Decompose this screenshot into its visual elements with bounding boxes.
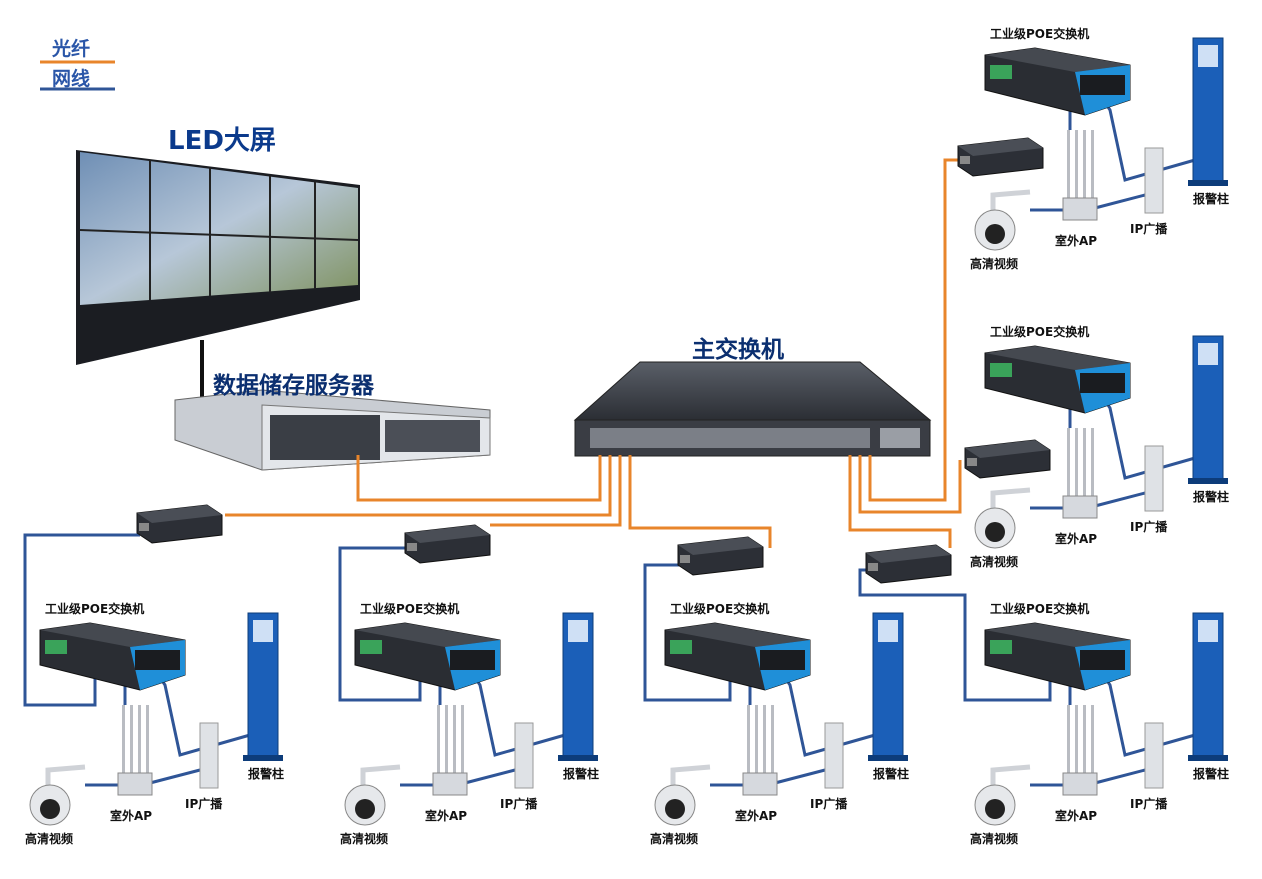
node-layer — [29, 37, 1228, 826]
hd-camera-1 — [29, 764, 86, 826]
outdoor-ap-label-5: 室外AP — [1055, 234, 1098, 248]
poe-switch-1 — [39, 622, 186, 691]
network-site-6-broadcast — [1094, 491, 1146, 508]
ip-broadcast-speaker-1 — [199, 722, 219, 789]
hd-camera-label-2: 高清视频 — [340, 832, 389, 846]
fiber-switch-converter-2 — [490, 455, 622, 527]
outdoor-ap-label-1: 室外AP — [110, 809, 153, 823]
network-converter-switch-1 — [23, 533, 140, 707]
poe-switch-6 — [984, 345, 1131, 414]
poe-switch-4 — [984, 622, 1131, 691]
hd-camera-label-6: 高清视频 — [970, 555, 1019, 569]
alarm-pole-6 — [1188, 335, 1228, 484]
storage-server-label: 数据储存服务器 — [213, 373, 374, 399]
alarm-pole-label-1: 报警柱 — [248, 767, 285, 781]
ip-broadcast-label-4: IP广播 — [1130, 797, 1168, 811]
hd-camera-6 — [974, 487, 1031, 549]
hd-camera-2 — [344, 764, 401, 826]
main-switch — [573, 361, 932, 457]
outdoor-ap-1 — [117, 705, 153, 796]
network-converter-switch-3 — [643, 563, 732, 702]
poe-switch-3 — [664, 622, 811, 691]
poe-switch-label-5: 工业级POE交换机 — [990, 27, 1090, 41]
ip-broadcast-label-2: IP广播 — [500, 797, 538, 811]
network-site-1-broadcast — [149, 768, 201, 785]
fiber-switch-converter-3 — [628, 455, 772, 548]
poe-switch-label-3: 工业级POE交换机 — [670, 602, 770, 616]
ip-broadcast-speaker-3 — [824, 722, 844, 789]
hd-camera-label-3: 高清视频 — [650, 832, 699, 846]
hd-camera-label-4: 高清视频 — [970, 832, 1019, 846]
ip-broadcast-label-1: IP广播 — [185, 797, 223, 811]
outdoor-ap-2 — [432, 705, 468, 796]
poe-switch-label-1: 工业级POE交换机 — [45, 602, 145, 616]
outdoor-ap-6 — [1062, 428, 1098, 519]
media-converter-5 — [957, 137, 1044, 177]
alarm-pole-3 — [868, 612, 908, 761]
network-site-3-broadcast — [774, 768, 826, 785]
media-converter-1 — [136, 504, 223, 544]
poe-switch-2 — [354, 622, 501, 691]
ip-broadcast-label-6: IP广播 — [1130, 520, 1168, 534]
hd-camera-5 — [974, 189, 1031, 251]
network-converter-switch-2 — [338, 546, 422, 702]
network-site-2-broadcast — [464, 768, 516, 785]
hd-camera-4 — [974, 764, 1031, 826]
alarm-pole-label-4: 报警柱 — [1193, 767, 1230, 781]
outdoor-ap-4 — [1062, 705, 1098, 796]
fiber-switch-converter-6 — [868, 158, 958, 502]
hd-camera-label-1: 高清视频 — [25, 832, 74, 846]
outdoor-ap-5 — [1062, 130, 1098, 221]
poe-switch-5 — [984, 47, 1131, 116]
fiber-switch-converter-5 — [858, 455, 962, 514]
network-converter-switch-4 — [858, 568, 1052, 702]
fiber-server-switch — [356, 455, 602, 502]
poe-switch-label-2: 工业级POE交换机 — [360, 602, 460, 616]
legend-network-label: 网线 — [52, 68, 91, 90]
outdoor-ap-3 — [742, 705, 778, 796]
alarm-pole-5 — [1188, 37, 1228, 186]
hd-camera-label-5: 高清视频 — [970, 257, 1019, 271]
ip-broadcast-speaker-4 — [1144, 722, 1164, 789]
hd-camera-3 — [654, 764, 711, 826]
outdoor-ap-label-6: 室外AP — [1055, 532, 1098, 546]
alarm-pole-label-6: 报警柱 — [1193, 490, 1230, 504]
legend-fiber-label: 光纤 — [52, 38, 91, 60]
storage-server — [174, 389, 491, 471]
poe-switch-label-4: 工业级POE交换机 — [990, 602, 1090, 616]
outdoor-ap-label-2: 室外AP — [425, 809, 468, 823]
poe-switch-label-6: 工业级POE交换机 — [990, 325, 1090, 339]
led-screen-label: LED大屏 — [168, 126, 276, 156]
alarm-pole-2 — [558, 612, 598, 761]
fiber-switch-converter-4 — [848, 455, 952, 548]
alarm-pole-label-2: 报警柱 — [563, 767, 600, 781]
outdoor-ap-label-4: 室外AP — [1055, 809, 1098, 823]
led-screen — [76, 150, 360, 400]
cable-layer — [23, 94, 1196, 787]
alarm-pole-1 — [243, 612, 283, 761]
network-site-4-broadcast — [1094, 768, 1146, 785]
ip-broadcast-speaker-6 — [1144, 445, 1164, 512]
media-converter-6 — [964, 439, 1051, 479]
ip-broadcast-label-5: IP广播 — [1130, 222, 1168, 236]
media-converter-3 — [677, 536, 764, 576]
ip-broadcast-speaker-5 — [1144, 147, 1164, 214]
alarm-pole-4 — [1188, 612, 1228, 761]
alarm-pole-label-5: 报警柱 — [1193, 192, 1230, 206]
media-converter-4 — [865, 544, 952, 584]
alarm-pole-label-3: 报警柱 — [873, 767, 910, 781]
fiber-switch-converter-1 — [225, 455, 612, 517]
outdoor-ap-label-3: 室外AP — [735, 809, 778, 823]
ip-broadcast-speaker-2 — [514, 722, 534, 789]
network-site-5-broadcast — [1094, 193, 1146, 210]
main-switch-label: 主交换机 — [692, 337, 784, 363]
media-converter-2 — [404, 524, 491, 564]
ip-broadcast-label-3: IP广播 — [810, 797, 848, 811]
